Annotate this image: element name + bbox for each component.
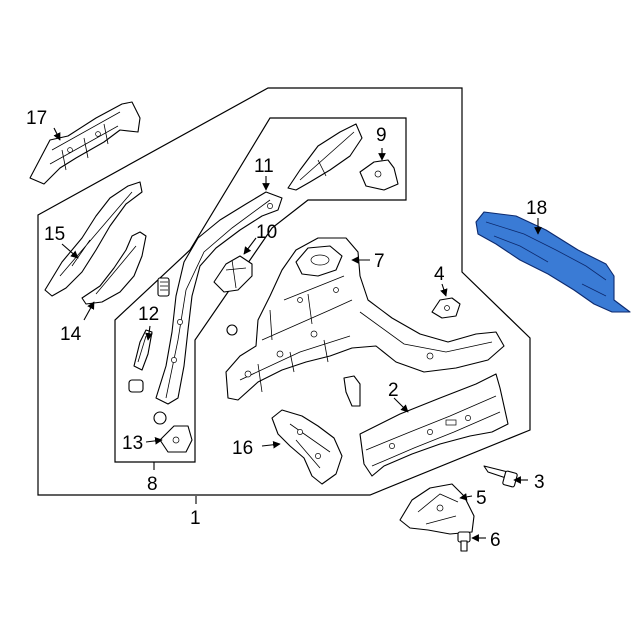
part-9[interactable] bbox=[287, 123, 399, 191]
part-6[interactable] bbox=[457, 531, 471, 552]
clip-part bbox=[343, 375, 361, 407]
callout-1: 1 bbox=[190, 508, 201, 529]
callout-9: 9 bbox=[376, 125, 387, 146]
callout-18: 18 bbox=[526, 198, 547, 219]
leader-lines bbox=[53, 127, 542, 542]
callout-13: 13 bbox=[122, 433, 143, 454]
callout-14: 14 bbox=[60, 324, 82, 345]
callout-11: 11 bbox=[254, 156, 274, 177]
callout-labels: 1 2 3 4 5 6 7 8 9 10 11 12 13 14 15 16 1… bbox=[26, 108, 547, 551]
part-18-highlighted[interactable] bbox=[475, 211, 631, 313]
part-11[interactable] bbox=[155, 191, 283, 405]
callout-6: 6 bbox=[490, 530, 501, 551]
part-3[interactable] bbox=[483, 465, 518, 488]
callout-15: 15 bbox=[44, 224, 65, 245]
callout-8: 8 bbox=[147, 474, 158, 495]
callout-7: 7 bbox=[374, 251, 385, 272]
assembly-frame-8 bbox=[114, 117, 407, 463]
part-15[interactable] bbox=[44, 181, 143, 297]
callout-5: 5 bbox=[476, 488, 487, 509]
part-14[interactable] bbox=[81, 231, 147, 305]
callout-4: 4 bbox=[434, 264, 445, 285]
callout-3: 3 bbox=[534, 472, 545, 493]
assembly-frame-1 bbox=[37, 87, 531, 496]
part-10[interactable] bbox=[213, 255, 253, 293]
part-4[interactable] bbox=[431, 297, 461, 319]
callout-16: 16 bbox=[232, 438, 253, 459]
part-13[interactable] bbox=[153, 411, 193, 453]
callout-2: 2 bbox=[388, 380, 399, 401]
callout-10: 10 bbox=[256, 222, 277, 243]
part-17[interactable] bbox=[29, 101, 141, 185]
callout-17: 17 bbox=[26, 108, 47, 129]
part-16[interactable] bbox=[271, 409, 343, 485]
part-2[interactable] bbox=[359, 373, 509, 477]
callout-12: 12 bbox=[138, 304, 159, 325]
part-5[interactable] bbox=[399, 483, 475, 535]
part-7[interactable] bbox=[225, 237, 505, 401]
